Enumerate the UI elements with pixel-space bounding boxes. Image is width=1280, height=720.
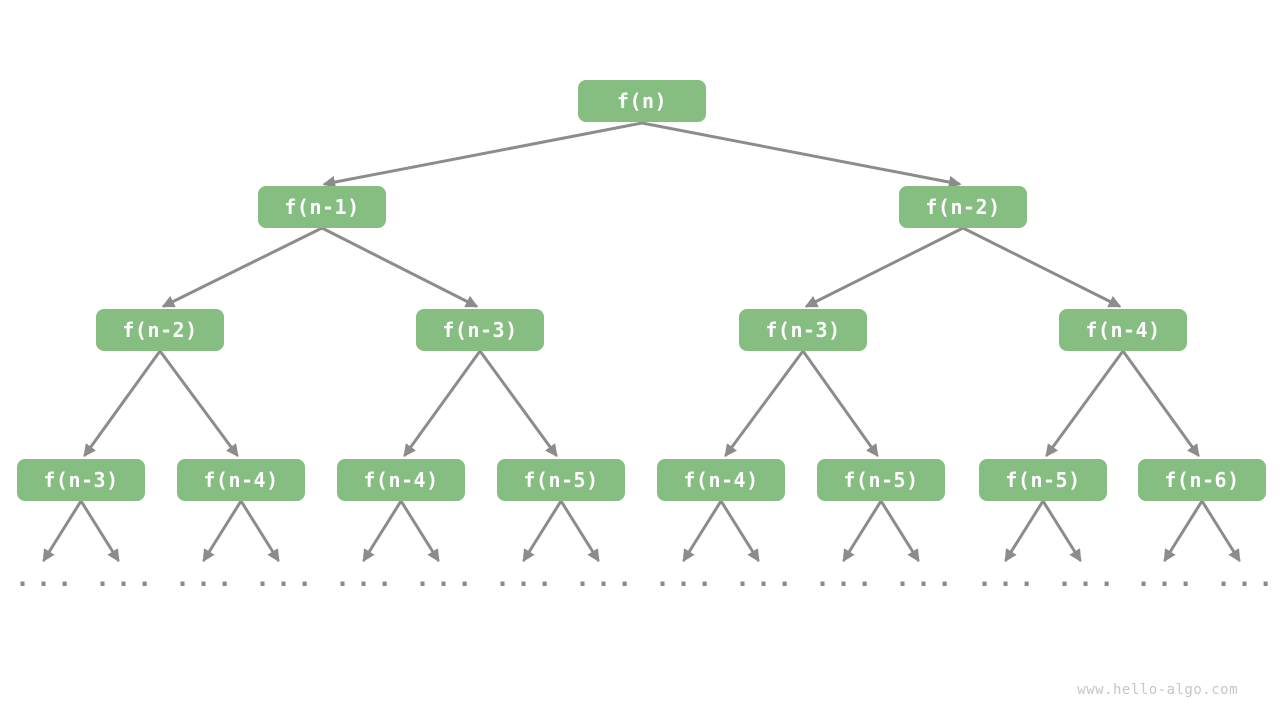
tree-edge bbox=[79, 499, 120, 563]
tree-edge bbox=[161, 226, 324, 308]
tree-node-l3-1: f(n-3) bbox=[416, 309, 544, 351]
ellipsis-group: ... bbox=[95, 563, 159, 592]
tree-edge bbox=[322, 121, 644, 189]
tree-edge bbox=[478, 349, 558, 458]
ellipsis-group: ... bbox=[1136, 563, 1200, 592]
tree-edge bbox=[1045, 349, 1125, 458]
tree-edge bbox=[879, 499, 920, 563]
ellipsis-group: ... bbox=[175, 563, 239, 592]
tree-edge bbox=[961, 226, 1122, 308]
tree-node-l4-4: f(n-4) bbox=[657, 459, 785, 501]
tree-node-l4-5: f(n-5) bbox=[817, 459, 945, 501]
ellipsis-group: ... bbox=[1216, 563, 1280, 592]
watermark: www.hello-algo.com bbox=[1077, 682, 1238, 698]
ellipsis-group: ... bbox=[15, 563, 79, 592]
ellipsis-group: ... bbox=[335, 563, 399, 592]
ellipsis-group: ... bbox=[415, 563, 479, 592]
tree-node-root: f(n) bbox=[578, 80, 706, 122]
ellipsis-group: ... bbox=[735, 563, 799, 592]
tree-edge bbox=[682, 499, 723, 563]
tree-node-l3-2: f(n-3) bbox=[739, 309, 867, 351]
ellipsis-group: ... bbox=[575, 563, 639, 592]
ellipsis-group: ... bbox=[977, 563, 1041, 592]
tree-node-l4-1: f(n-4) bbox=[177, 459, 305, 501]
tree-node-l4-6: f(n-5) bbox=[979, 459, 1107, 501]
tree-edge bbox=[158, 349, 239, 458]
tree-edge bbox=[724, 349, 805, 458]
tree-node-l4-3: f(n-5) bbox=[497, 459, 625, 501]
tree-node-l4-2: f(n-4) bbox=[337, 459, 465, 501]
tree-edge bbox=[522, 499, 563, 563]
tree-edge bbox=[320, 226, 479, 308]
tree-edge bbox=[1041, 499, 1082, 563]
ellipsis-group: ... bbox=[815, 563, 879, 592]
tree-edge bbox=[202, 499, 243, 563]
tree-edge bbox=[1200, 499, 1241, 563]
tree-edge bbox=[362, 499, 403, 563]
tree-node-l4-0: f(n-3) bbox=[17, 459, 145, 501]
tree-node-l2-0: f(n-1) bbox=[258, 186, 386, 228]
tree-edge bbox=[399, 499, 440, 563]
ellipsis-group: ... bbox=[895, 563, 959, 592]
tree-node-l2-1: f(n-2) bbox=[899, 186, 1027, 228]
tree-node-l3-0: f(n-2) bbox=[96, 309, 224, 351]
tree-node-l4-7: f(n-6) bbox=[1138, 459, 1266, 501]
tree-edge bbox=[804, 226, 965, 308]
ellipsis-group: ... bbox=[495, 563, 559, 592]
tree-edge bbox=[640, 121, 962, 189]
tree-edge bbox=[239, 499, 280, 563]
tree-edge bbox=[1004, 499, 1045, 563]
tree-edge bbox=[83, 349, 162, 458]
ellipsis-group: ... bbox=[655, 563, 719, 592]
ellipsis-group: ... bbox=[255, 563, 319, 592]
tree-edge bbox=[801, 349, 879, 458]
ellipsis-group: ... bbox=[1057, 563, 1121, 592]
tree-edge bbox=[559, 499, 600, 563]
tree-node-l3-3: f(n-4) bbox=[1059, 309, 1187, 351]
tree-edge bbox=[719, 499, 760, 563]
tree-edge bbox=[1121, 349, 1200, 458]
tree-edge bbox=[842, 499, 883, 563]
tree-edge bbox=[42, 499, 83, 563]
tree-edge bbox=[1163, 499, 1204, 563]
tree-edge bbox=[403, 349, 482, 458]
